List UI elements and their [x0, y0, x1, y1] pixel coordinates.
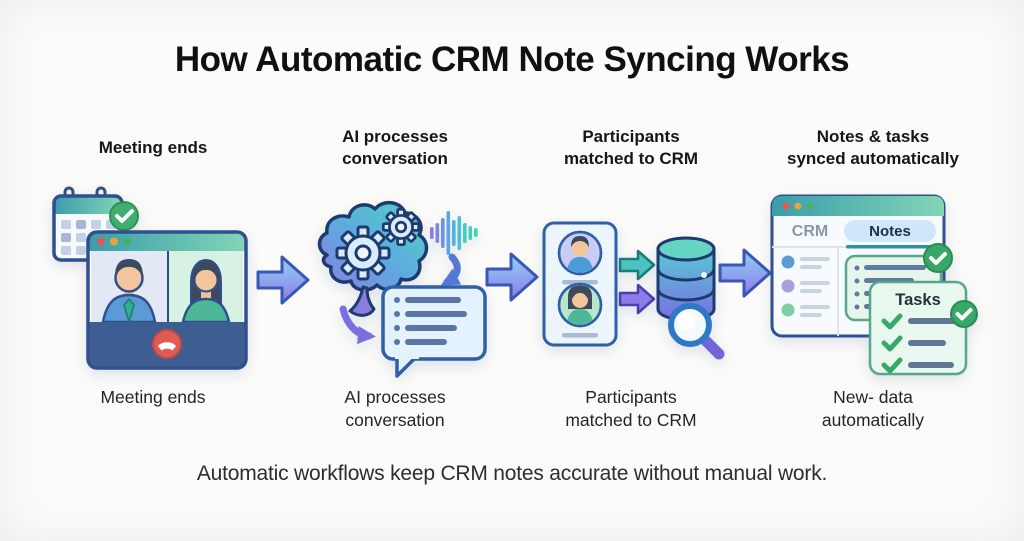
flow-arrow-icon	[716, 240, 774, 311]
crm-sidebar-list	[781, 255, 830, 317]
window-dot-red-icon	[97, 237, 105, 246]
tab-crm: CRM	[792, 223, 828, 240]
step-header-meeting-ends: Meeting ends	[98, 137, 208, 157]
magnifier-icon	[668, 303, 725, 360]
notes-speech-bubble-icon	[381, 285, 487, 378]
contact-card	[542, 221, 618, 347]
video-call-window	[86, 230, 248, 370]
step-header-notes-synced: Notes & tasks synced automatically	[787, 126, 959, 168]
gear-icon	[381, 207, 421, 247]
step-caption-ai-processes: AI processes conversation	[344, 387, 446, 431]
audio-waveform-icon	[430, 211, 478, 255]
svg-text:Notes: Notes	[869, 223, 911, 240]
window-dot-green-icon	[806, 202, 814, 210]
ai-brain-icon	[317, 200, 429, 317]
illustration-meeting-ends	[45, 183, 260, 378]
window-dot-yellow-icon	[794, 202, 802, 210]
step-caption-meeting-ends: Meeting ends	[100, 387, 206, 407]
participant-woman-avatar	[181, 258, 231, 322]
footer-tagline: Automatic workflows keep CRM notes accur…	[196, 462, 828, 485]
page-title: How Automatic CRM Note Syncing Works	[174, 40, 850, 79]
meeting-check-badge-icon	[109, 201, 139, 231]
tab-notes: Notes	[844, 220, 936, 249]
tasks-card-title: Tasks	[895, 291, 941, 309]
step-header-participants-matched: Participants matched to CRM	[563, 126, 699, 168]
window-dot-yellow-icon	[110, 237, 118, 246]
step-caption-notes-synced: New- data automatically	[821, 387, 925, 431]
end-call-button-icon	[152, 329, 182, 359]
window-dot-green-icon	[123, 237, 131, 246]
step-caption-participants-matched: Participants matched to CRM	[565, 387, 697, 431]
gear-icon	[335, 225, 391, 281]
match-arrow-purple-icon	[618, 283, 656, 315]
tasks-card: Tasks	[868, 280, 978, 376]
calendar-icon	[52, 186, 124, 262]
illustration-notes-synced: CRM Notes	[766, 190, 978, 382]
participant-man-avatar	[101, 259, 157, 322]
database-icon	[656, 236, 716, 322]
curved-arrow-icon	[440, 253, 462, 286]
match-arrow-teal-icon	[618, 249, 656, 281]
flow-arrow-icon	[254, 247, 312, 318]
task-checkmark-icon	[881, 313, 903, 374]
step-header-ai-processes: AI processes conversation	[342, 126, 448, 168]
window-dot-red-icon	[782, 202, 790, 210]
sync-check-badge-icon	[950, 300, 978, 328]
illustration-ai-processes	[305, 193, 490, 379]
flow-arrow-icon	[483, 244, 541, 315]
curved-arrow-icon	[339, 305, 376, 345]
sync-check-badge-icon	[923, 243, 953, 273]
illustration-participants-matched	[538, 213, 728, 383]
